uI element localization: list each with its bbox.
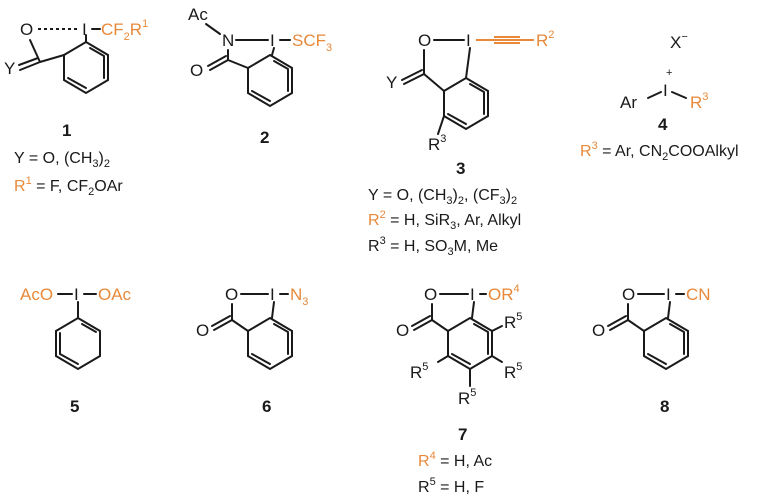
compound-4: X− + I Ar R3 4 R3 = Ar, CN2COOAlkyl (580, 31, 739, 163)
c1-oxygen: O (20, 20, 33, 39)
c2-acetyl: Ac (188, 5, 208, 24)
c6-oxygen: O (225, 285, 238, 304)
c2-number: 2 (260, 128, 269, 147)
c1-caption-2: R1 = F, CF2OAr (14, 175, 123, 198)
c5-iodine: I (74, 285, 79, 304)
c5-aco-left: AcO (20, 285, 53, 304)
c3-caption-1: Y = O, (CH3)2, (CF3)2 (368, 187, 517, 207)
compound-2: Ac N I SCF3 O 2 (188, 5, 332, 147)
c1-caption-1: Y = O, (CH3)2 (14, 150, 110, 170)
c7-r5-bottom: R5 (458, 387, 476, 408)
c6-iodine: I (270, 285, 275, 304)
c2-iodine: I (270, 31, 275, 50)
c3-number: 3 (456, 159, 465, 178)
c7-oxygen: O (424, 285, 437, 304)
c4-counterion: X− (670, 31, 688, 52)
c3-y-label: Y (386, 73, 397, 92)
c7-or4: OR4 (488, 283, 520, 304)
c4-r3: R3 (690, 91, 708, 112)
c8-cyano: CN (686, 285, 711, 304)
compound-3: O I R2 Y R3 3 Y = O, (CH3)2, (CF3)2 R2 =… (368, 29, 554, 258)
c1-substituent: CF2R1 (101, 18, 148, 43)
c2-nitrogen: N (222, 31, 234, 50)
compound-7: O I OR4 O R5 R5 R5 R5 7 R4 = H, Ac R5 = … (396, 283, 522, 496)
compound-6: O I N3 O 6 (196, 285, 308, 416)
c4-aryl: Ar (620, 93, 637, 112)
c4-number: 4 (658, 115, 668, 134)
compound-1: O I CF2R1 Y 1 Y = O, (CH3)2 R1 = F, CF2O… (4, 18, 148, 198)
c7-iodine: I (470, 285, 475, 304)
c6-number: 6 (262, 397, 271, 416)
c3-caption-3: R3 = H, SO3M, Me (368, 235, 498, 258)
c4-iodine: I (663, 81, 668, 100)
c8-oxygen: O (622, 285, 635, 304)
c5-aco-right: OAc (98, 285, 132, 304)
c3-caption-2: R2 = H, SiR3, Ar, Alkyl (368, 209, 521, 232)
c7-number: 7 (458, 425, 467, 444)
c8-number: 8 (660, 397, 669, 416)
c7-carbonyl-oxygen: O (396, 321, 409, 340)
c1-y-label: Y (4, 59, 15, 78)
c3-r2: R2 (536, 29, 554, 50)
c8-carbonyl-oxygen: O (592, 321, 605, 340)
c1-number: 1 (62, 121, 71, 140)
c7-r5-left: R5 (410, 361, 428, 382)
c8-iodine: I (666, 285, 671, 304)
c2-scf3: SCF3 (292, 31, 332, 54)
c2-oxygen: O (190, 61, 203, 80)
c6-carbonyl-oxygen: O (196, 321, 209, 340)
compound-5: AcO I OAc 5 (20, 285, 132, 416)
c5-number: 5 (70, 397, 79, 416)
c1-iodine: I (82, 20, 87, 39)
c7-r5-right: R5 (504, 361, 522, 382)
compound-8: O I CN O 8 (592, 285, 711, 416)
c3-iodine: I (466, 31, 471, 50)
c4-plus: + (666, 67, 672, 79)
c3-r3: R3 (428, 133, 446, 154)
c7-caption-2: R5 = H, F (418, 476, 484, 496)
c7-r5-top: R5 (504, 311, 522, 332)
c7-caption-1: R4 = H, Ac (418, 450, 492, 470)
c4-caption: R3 = Ar, CN2COOAlkyl (580, 140, 739, 163)
c3-oxygen: O (418, 31, 431, 50)
c6-azide: N3 (290, 285, 308, 308)
